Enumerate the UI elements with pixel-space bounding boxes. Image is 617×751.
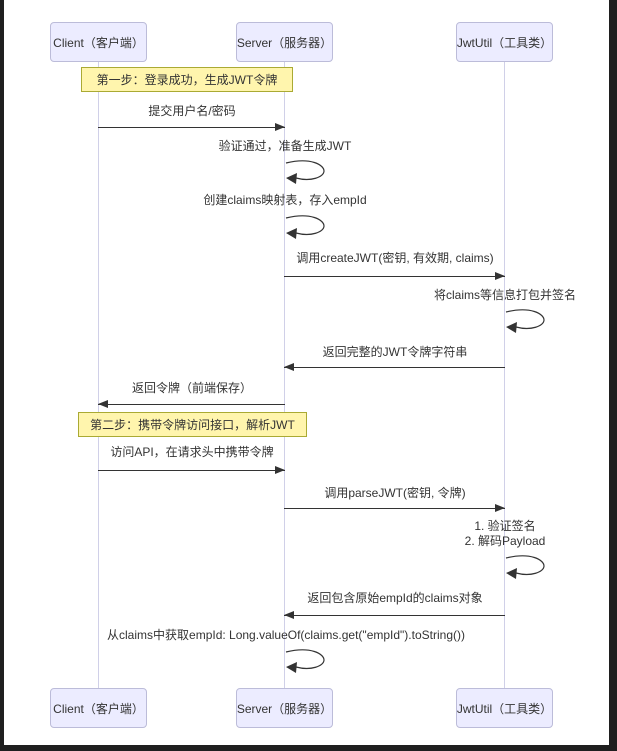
note-step1-label: 第一步：登录成功，生成JWT令牌 <box>96 73 278 87</box>
arrowhead-right-icon <box>275 123 285 131</box>
message-arrow-4 <box>284 272 505 281</box>
actor-jwtutil-bottom: JwtUtil（工具类） <box>456 688 553 728</box>
arrow-line <box>284 615 505 616</box>
frame-edge-bottom <box>0 745 617 751</box>
arrowhead-left-icon <box>98 400 108 408</box>
arrow-line <box>98 404 285 405</box>
message-label-10: 1. 验证签名 2. 解码Payload <box>465 519 546 549</box>
actor-jwtutil-top-label: JwtUtil（工具类） <box>456 35 553 50</box>
arrow-line <box>98 127 285 128</box>
actor-client-top-label: Client（客户端） <box>53 35 144 50</box>
actor-jwtutil-top: JwtUtil（工具类） <box>456 22 553 62</box>
arrowhead-right-icon <box>495 272 505 280</box>
message-arrow-9 <box>284 504 505 513</box>
message-arrow-6 <box>284 363 505 372</box>
message-label-8: 访问API，在请求头中携带令牌 <box>110 445 274 459</box>
note-step2: 第二步：携带令牌访问接口，解析JWT <box>78 412 307 437</box>
actor-server-bottom-label: Server（服务器） <box>236 701 333 716</box>
arrow-line <box>284 508 505 509</box>
frame-edge-right <box>609 0 617 751</box>
message-label-9: 调用parseJWT(密钥, 令牌) <box>324 486 466 500</box>
self-loop-icon <box>505 309 545 333</box>
message-label-10-line2: 2. 解码Payload <box>464 534 546 548</box>
message-label-4: 调用createJWT(密钥, 有效期, claims) <box>296 251 494 265</box>
note-step2-label: 第二步：携带令牌访问接口，解析JWT <box>90 418 295 432</box>
lifeline-client <box>98 62 99 688</box>
arrow-line <box>284 367 505 368</box>
self-loop-icon <box>285 160 325 184</box>
message-label-10-line1: 1. 验证签名 <box>474 519 536 533</box>
message-label-11: 返回包含原始empId的claims对象 <box>307 591 483 605</box>
message-arrow-8 <box>98 466 285 475</box>
frame-edge-left <box>0 0 4 751</box>
actor-client-bottom: Client（客户端） <box>50 688 147 728</box>
self-loop-icon <box>285 215 325 239</box>
message-arrow-11 <box>284 611 505 620</box>
actor-client-bottom-label: Client（客户端） <box>53 701 144 716</box>
arrow-line <box>284 276 505 277</box>
note-step1: 第一步：登录成功，生成JWT令牌 <box>81 67 293 92</box>
message-arrow-7 <box>98 400 285 409</box>
message-label-12: 从claims中获取empId: Long.valueOf(claims.get… <box>107 628 465 642</box>
actor-client-top: Client（客户端） <box>50 22 147 62</box>
message-label-1: 提交用户名/密码 <box>148 104 236 118</box>
arrowhead-right-icon <box>495 504 505 512</box>
arrowhead-left-icon <box>284 611 294 619</box>
arrowhead-left-icon <box>284 363 294 371</box>
actor-server-bottom: Server（服务器） <box>236 688 333 728</box>
actor-jwtutil-bottom-label: JwtUtil（工具类） <box>456 701 553 716</box>
message-label-3: 创建claims映射表，存入empId <box>203 193 367 207</box>
actor-server-top: Server（服务器） <box>236 22 333 62</box>
arrowhead-right-icon <box>275 466 285 474</box>
message-label-6: 返回完整的JWT令牌字符串 <box>322 345 468 359</box>
actor-server-top-label: Server（服务器） <box>236 35 333 50</box>
message-label-2: 验证通过，准备生成JWT <box>218 139 352 153</box>
message-label-7: 返回令牌（前端保存） <box>131 381 253 395</box>
arrow-line <box>98 470 285 471</box>
lifeline-server <box>284 62 285 688</box>
self-loop-icon <box>505 555 545 579</box>
message-label-5: 将claims等信息打包并签名 <box>433 288 577 302</box>
message-arrow-1 <box>98 123 285 132</box>
lifeline-jwtutil <box>504 62 505 688</box>
self-loop-icon <box>285 649 325 673</box>
